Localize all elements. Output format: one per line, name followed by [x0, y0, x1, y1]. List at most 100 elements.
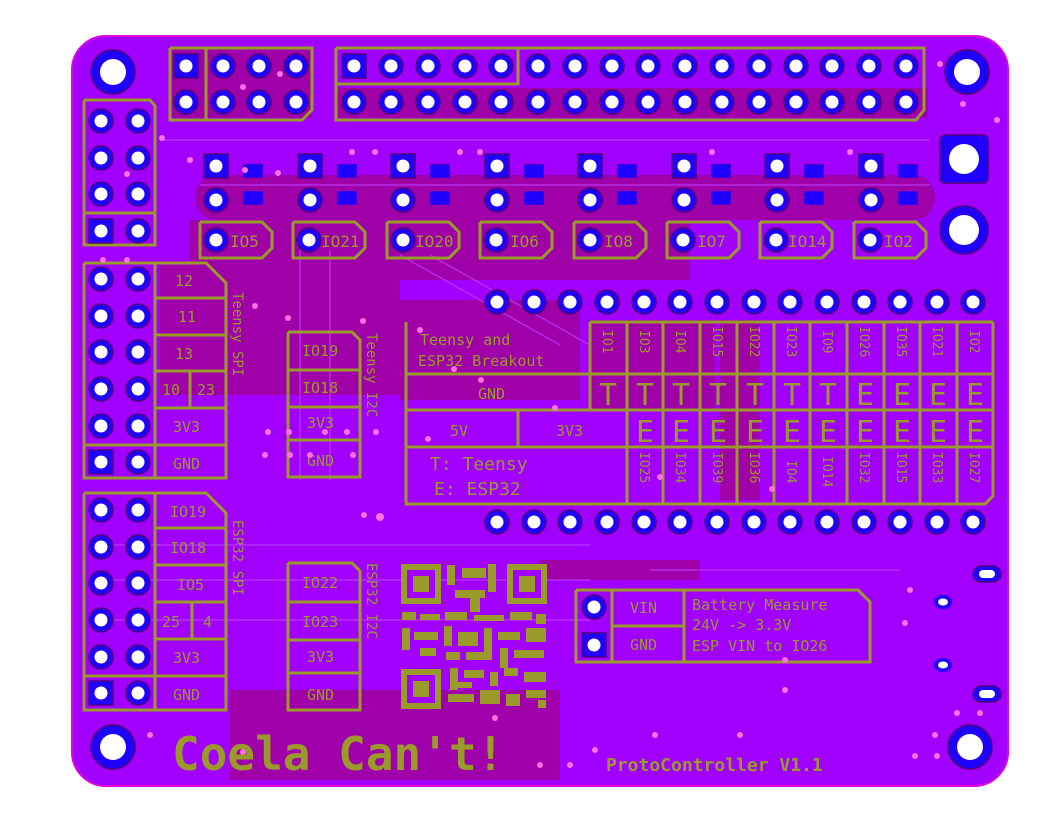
- breakout-3v3-label: 3V3: [556, 422, 583, 440]
- teensy-spi-pin-23: 23: [197, 381, 215, 399]
- type-letter: T: [709, 378, 727, 413]
- mounting-hole-bl: [90, 724, 136, 770]
- battery-vin-label: VIN: [630, 599, 657, 617]
- breakout-title-line1: Teensy and: [420, 331, 510, 349]
- teensy-spi-pin-13: 13: [175, 345, 193, 363]
- esp32-spi-header: IO19 IO18 IO5 25 4 3V3 GND ESP32 SPI: [82, 491, 245, 712]
- breakout-5v-label: 5V: [450, 422, 468, 440]
- pin-name: IO1: [599, 330, 614, 353]
- pin-name: IO34: [672, 452, 687, 483]
- esp32-i2c-3v3: 3V3: [307, 648, 334, 666]
- pin-name: IO39: [709, 452, 724, 483]
- pin-name: IO4: [672, 330, 687, 354]
- top-main-header: [334, 46, 926, 122]
- pin-name: IO32: [856, 452, 871, 483]
- esp32-spi-3v3: 3V3: [173, 649, 200, 667]
- pin-name: IO15: [709, 326, 724, 357]
- type-letter: E: [856, 378, 874, 413]
- type-letter: T: [599, 378, 617, 413]
- teensy-i2c-scl: IO18: [302, 379, 338, 397]
- pin-name: IO35: [893, 326, 908, 357]
- led-label-6: IO14: [788, 232, 827, 251]
- left-upper-header: [82, 98, 157, 247]
- pin-name: IO22: [746, 326, 761, 357]
- type-letter: E: [893, 415, 911, 450]
- breakout-title-line2: ESP32 Breakout: [418, 352, 544, 370]
- type-letter: E: [893, 378, 911, 413]
- esp32-spi-title: ESP32 SPI: [229, 520, 245, 596]
- usb-slot-holes: [934, 565, 1002, 703]
- pin-name: IO26: [856, 326, 871, 357]
- type-letter: E: [783, 415, 801, 450]
- vias: [100, 61, 1000, 768]
- mounting-hole-tl: [90, 49, 136, 95]
- type-letter: T: [672, 378, 690, 413]
- teensy-spi-pin-10: 10: [162, 381, 180, 399]
- teensy-spi-gnd: GND: [173, 455, 200, 473]
- pin-name: IO23: [783, 326, 798, 357]
- led-label-3: IO6: [510, 232, 539, 251]
- type-letter: E: [636, 415, 654, 450]
- battery-desc-line2: 24V -> 3.3V: [692, 616, 791, 634]
- pin-name: IO21: [929, 326, 944, 357]
- teensy-spi-title: Teensy SPI: [229, 292, 245, 376]
- teensy-i2c-gnd: GND: [307, 452, 334, 470]
- pin-name: IO9: [819, 330, 834, 353]
- led-label-2: IO20: [415, 232, 454, 251]
- teensy-spi-header: 12 11 13 10 23 3V3 GND Teensy SPI: [82, 261, 245, 480]
- breakout-table: [404, 320, 995, 506]
- breakout-bottom-pin-names: IO25 IO34 IO39 IO36 IO4 IO14 IO32 IO15 I…: [636, 452, 981, 487]
- brand-text: Coela Can't!: [172, 727, 504, 781]
- breakout-gnd-label: GND: [478, 385, 505, 403]
- pin-name: IO36: [746, 452, 761, 483]
- esp32-spi-pin-25: 25: [162, 613, 180, 631]
- led-label-7: IO2: [884, 232, 913, 251]
- breakout-bottom-type-row: E E E E E E E E E E: [636, 415, 984, 450]
- type-letter: E: [746, 415, 764, 450]
- esp32-i2c-header: IO22 IO23 3V3 GND ESP32 I2C: [286, 561, 379, 712]
- power-connector: [939, 134, 989, 255]
- breakout-title: Teensy and ESP32 Breakout GND 5V 3V3 T: …: [418, 331, 583, 500]
- type-letter: E: [929, 415, 947, 450]
- breakout-top-type-row: T T T T T T T E E E E: [599, 378, 984, 413]
- teensy-i2c-sda: IO19: [302, 342, 338, 360]
- legend-teensy: T: Teensy: [430, 454, 528, 475]
- breakout-top-pin-names: IO1 IO3 IO4 IO15 IO22 IO23 IO9 IO26 IO35…: [599, 326, 981, 357]
- type-letter: T: [636, 378, 654, 413]
- esp32-i2c-sda: IO22: [302, 574, 338, 592]
- pin-name: IO3: [636, 330, 651, 353]
- teensy-i2c-3v3: 3V3: [307, 414, 334, 432]
- version-text: ProtoController V1.1: [606, 755, 823, 776]
- pin-name: IO2: [966, 330, 981, 353]
- type-letter: E: [819, 415, 837, 450]
- led-label-1: IO21: [321, 232, 360, 251]
- esp32-i2c-scl: IO23: [302, 613, 338, 631]
- type-letter: E: [856, 415, 874, 450]
- esp32-spi-sck: IO18: [170, 539, 206, 557]
- led-label-5: IO7: [697, 232, 726, 251]
- teensy-i2c-header: IO19 IO18 3V3 GND Teensy I2C: [286, 330, 379, 479]
- pin-name: IO15: [893, 452, 908, 483]
- pin-name: IO33: [929, 452, 944, 483]
- teensy-spi-pin-12: 12: [175, 272, 193, 290]
- pin-name: IO25: [636, 452, 651, 483]
- mounting-hole-tr: [944, 49, 990, 95]
- teensy-spi-3v3: 3V3: [173, 418, 200, 436]
- legend-esp32: E: ESP32: [434, 479, 521, 500]
- mounting-hole-br: [947, 724, 993, 770]
- battery-desc-line1: Battery Measure: [692, 596, 827, 614]
- esp32-i2c-title: ESP32 I2C: [363, 563, 379, 639]
- esp32-spi-cs: IO5: [177, 576, 204, 594]
- top-left-header: [168, 46, 314, 122]
- led-label-0: IO5: [230, 232, 259, 251]
- battery-measure-block: VIN GND Battery Measure 24V -> 3.3V ESP …: [574, 588, 872, 664]
- type-letter: E: [966, 415, 984, 450]
- esp32-spi-pin-4: 4: [203, 613, 212, 631]
- pin-name: IO14: [819, 456, 834, 487]
- teensy-i2c-title: Teensy I2C: [363, 333, 379, 417]
- type-letter: E: [672, 415, 690, 450]
- qr-code: [401, 564, 547, 709]
- pin-name: IO27: [966, 452, 981, 483]
- esp32-spi-gnd: GND: [173, 686, 200, 704]
